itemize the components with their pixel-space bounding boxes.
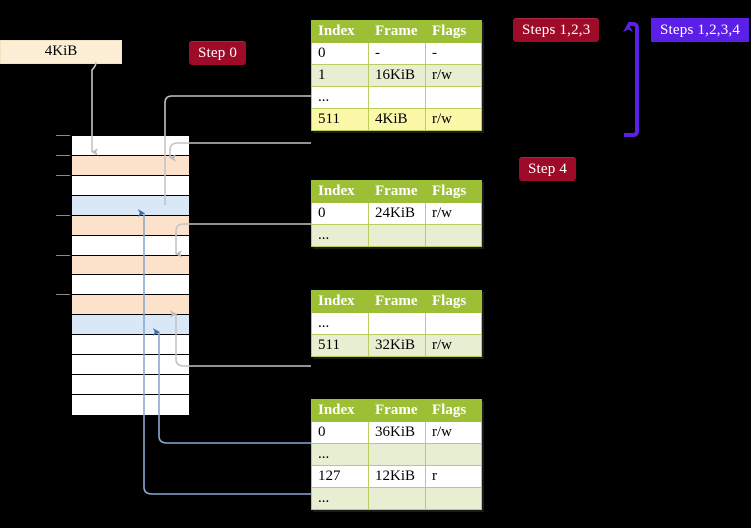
memory-frame-row [72, 175, 189, 196]
wire-pml4-to-memory-frame [169, 142, 311, 162]
memory-frame-row [72, 155, 189, 176]
memory-scale-tick [56, 154, 70, 156]
column-header-index: Index [311, 290, 369, 313]
table-cell-frame [368, 86, 426, 109]
table-cell-index: 0 [311, 42, 369, 65]
column-header-index: Index [311, 399, 369, 422]
column-header-index: Index [311, 20, 369, 43]
table-cell-flags [425, 487, 482, 510]
memory-frame-row [72, 315, 189, 336]
table-cell-frame: 24KiB [368, 202, 426, 225]
table-cell-index: 0 [311, 202, 369, 225]
size-label-4kib: 4KiB [0, 40, 122, 64]
column-header-frame: Frame [368, 20, 426, 43]
table-cell-index: ... [311, 487, 369, 510]
table-cell-flags: - [425, 42, 482, 65]
table-cell-flags: r/w [425, 334, 482, 357]
column-header-frame: Frame [368, 399, 426, 422]
memory-frame-row [72, 395, 189, 415]
column-header-flags: Flags [425, 399, 482, 422]
table-row: ... [311, 443, 482, 466]
table-row: ... [311, 312, 482, 335]
memory-frame-row [72, 195, 189, 216]
table-cell-frame: 32KiB [368, 334, 426, 357]
table-cell-frame [368, 312, 426, 335]
table-row: 0-- [311, 42, 482, 65]
table-cell-frame [368, 443, 426, 466]
badge-step-4: Step 4 [519, 157, 577, 181]
table-cell-flags: r/w [425, 108, 482, 131]
memory-frame-row [72, 295, 189, 316]
memory-scale-tick [56, 174, 70, 176]
column-header-flags: Flags [425, 290, 482, 313]
table-cell-index: 511 [311, 334, 369, 357]
memory-frame-row [72, 355, 189, 376]
table-row: ... [311, 487, 482, 510]
memory-frame-row [72, 275, 189, 296]
table-cell-index: ... [311, 86, 369, 109]
table-cell-index: 0 [311, 421, 369, 444]
memory-frame-row [72, 136, 189, 156]
table-cell-flags: r/w [425, 421, 482, 444]
column-header-flags: Flags [425, 20, 482, 43]
table-row: ... [311, 86, 482, 109]
table-cell-frame: - [368, 42, 426, 65]
table-cell-flags [425, 443, 482, 466]
table-cell-frame [368, 487, 426, 510]
table-cell-frame: 12KiB [368, 465, 426, 488]
table-cell-flags: r/w [425, 64, 482, 87]
physical-memory-grid [71, 135, 190, 416]
table-cell-index: ... [311, 443, 369, 466]
memory-scale-tick [56, 294, 70, 296]
badge-steps-123: Steps 1,2,3 [513, 18, 600, 42]
badge-step-0: Step 0 [189, 41, 247, 65]
memory-frame-row [72, 335, 189, 356]
wire-pdp-to-memory [175, 223, 311, 258]
table-cell-flags: r [425, 465, 482, 488]
table-cell-index: ... [311, 224, 369, 247]
memory-frame-row [72, 235, 189, 256]
table-cell-frame: 36KiB [368, 421, 426, 444]
table-cell-index: 127 [311, 465, 369, 488]
table-cell-index: ... [311, 312, 369, 335]
memory-scale-tick [56, 214, 70, 216]
table-row: ... [311, 224, 482, 247]
table-cell-flags: r/w [425, 202, 482, 225]
table-cell-index: 511 [311, 108, 369, 131]
table-cell-frame: 4KiB [368, 108, 426, 131]
memory-frame-row [72, 215, 189, 236]
column-header-frame: Frame [368, 290, 426, 313]
memory-scale-tick [56, 135, 70, 136]
memory-scale-tick [56, 254, 70, 256]
table-cell-frame [368, 224, 426, 247]
memory-frame-row [72, 375, 189, 396]
table-cell-index: 1 [311, 64, 369, 87]
column-header-index: Index [311, 180, 369, 203]
wire-pd-to-memory [169, 310, 311, 367]
wire-violet-steps-bracket [623, 22, 639, 137]
badge-steps-1234: Steps 1,2,3,4 [651, 18, 750, 42]
column-header-frame: Frame [368, 180, 426, 203]
table-cell-flags [425, 224, 482, 247]
memory-frame-row [72, 255, 189, 276]
table-cell-flags [425, 312, 482, 335]
table-cell-flags [425, 86, 482, 109]
table-cell-frame: 16KiB [368, 64, 426, 87]
column-header-flags: Flags [425, 180, 482, 203]
